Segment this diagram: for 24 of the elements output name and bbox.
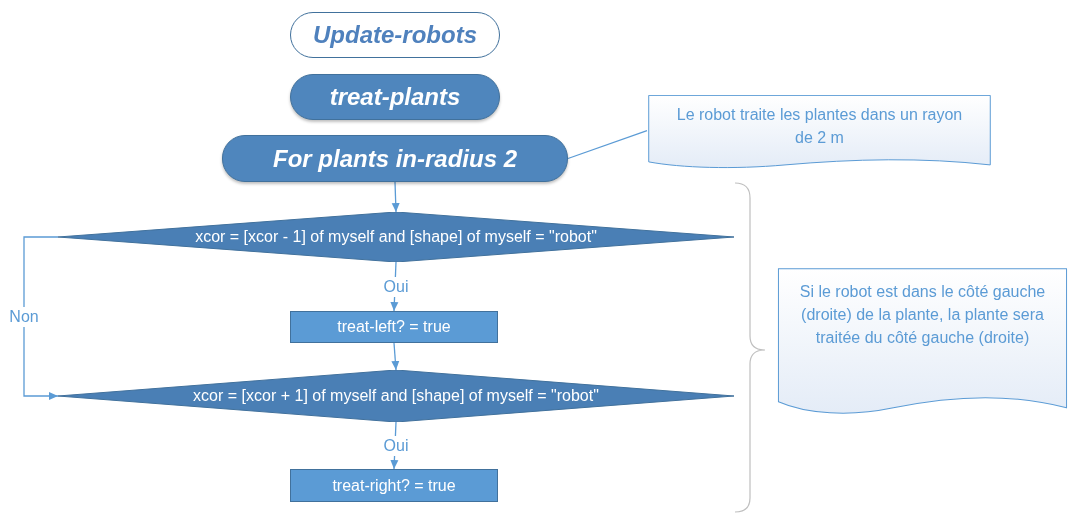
terminator-box	[222, 135, 568, 182]
leader-line	[567, 130, 648, 160]
terminator-box	[290, 74, 500, 120]
edge-label: Non	[7, 306, 41, 327]
decision-diamond	[58, 370, 734, 422]
node-text: treat-plants	[329, 82, 461, 112]
document-note	[647, 95, 992, 171]
node-text: For plants in-radius 2	[273, 143, 517, 174]
process-box	[290, 469, 498, 502]
arrow	[23, 236, 59, 400]
node-text: xcor = [xcor - 1] of myself and [shape] of myself = "robot"	[195, 228, 597, 245]
process-box	[290, 311, 498, 343]
arrow	[391, 181, 400, 213]
node-text: Update-robots	[313, 20, 477, 50]
arrow	[391, 342, 400, 371]
edge-label: Oui	[381, 435, 411, 456]
node-text: Le robot traite les plantes dans un rayon de 2 m	[676, 106, 963, 147]
edge-label: Oui	[381, 276, 411, 297]
node-text: xcor = [xcor + 1] of myself and [shape] of myself = "robot"	[193, 387, 599, 404]
decision-diamond	[58, 212, 734, 262]
node-text: treat-left? = true	[337, 317, 451, 337]
terminator-box	[290, 12, 500, 58]
node-text: Si le robot est dans le côté gauche (droite) de la plante, la plante sera traitée du côté gauche (droite)	[799, 283, 1046, 347]
node-text: treat-right? = true	[332, 475, 456, 496]
